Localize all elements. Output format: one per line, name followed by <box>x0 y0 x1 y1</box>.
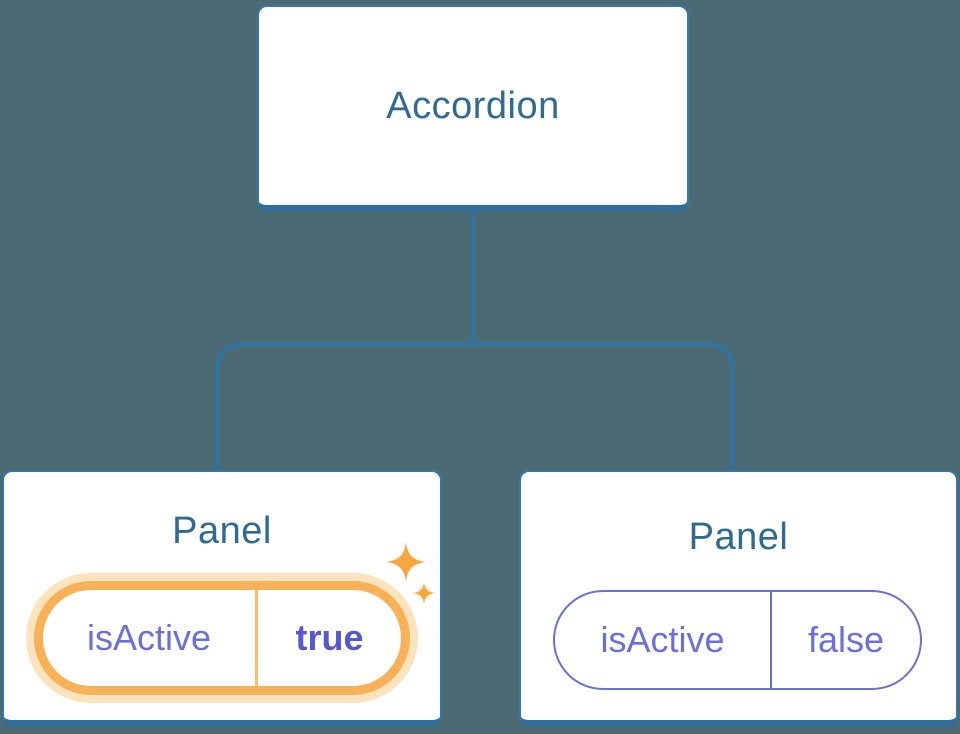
pill-divider <box>770 592 772 688</box>
connector-branch <box>215 342 735 471</box>
state-value: true <box>295 617 364 658</box>
pill-divider <box>255 590 258 686</box>
accordion-label: Accordion <box>386 84 560 127</box>
panel-label: Panel <box>172 510 272 552</box>
sparkles-icon <box>386 542 435 604</box>
sparkle-small <box>413 582 435 604</box>
panel-node-inactive: Panel isActive false <box>519 470 958 726</box>
state-value: false <box>807 619 885 660</box>
sparkle-large <box>386 542 426 582</box>
state-pill-active: isActive true <box>34 581 410 695</box>
state-key: isActive <box>86 617 212 658</box>
panel-node-active: Panel isActive true <box>2 470 442 726</box>
state-key: isActive <box>600 619 725 660</box>
panel-label: Panel <box>688 516 789 558</box>
state-pill-inactive: isActive false <box>553 590 922 690</box>
accordion-node: Accordion <box>257 5 689 211</box>
